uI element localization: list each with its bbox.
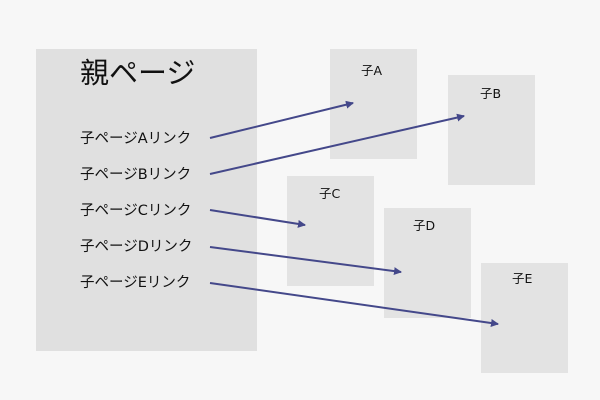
child-label-e: 子E (512, 271, 533, 286)
arrow-c (209, 209, 306, 228)
child-page-e (481, 263, 568, 373)
child-label-d: 子D (413, 218, 436, 233)
child-page-b (448, 75, 535, 185)
arrow-d (209, 246, 402, 276)
child-page-d (384, 208, 471, 318)
child-label-b: 子B (480, 86, 502, 101)
link-label-e[interactable]: 子ページEリンク (80, 275, 191, 291)
arrow-e (209, 282, 499, 327)
arrow-a (209, 100, 354, 139)
child-label-a: 子A (361, 63, 383, 78)
arrow-b (209, 113, 465, 175)
child-page-a (330, 49, 417, 159)
link-label-b[interactable]: 子ページBリンク (80, 167, 192, 183)
link-label-d[interactable]: 子ページDリンク (80, 239, 193, 255)
parent-page-box (36, 49, 257, 351)
child-page-c (287, 176, 374, 286)
child-label-c: 子C (319, 186, 341, 201)
parent-page-title: 親ページ (80, 56, 196, 90)
link-label-c[interactable]: 子ページCリンク (80, 203, 192, 219)
link-label-a[interactable]: 子ページAリンク (80, 131, 192, 147)
